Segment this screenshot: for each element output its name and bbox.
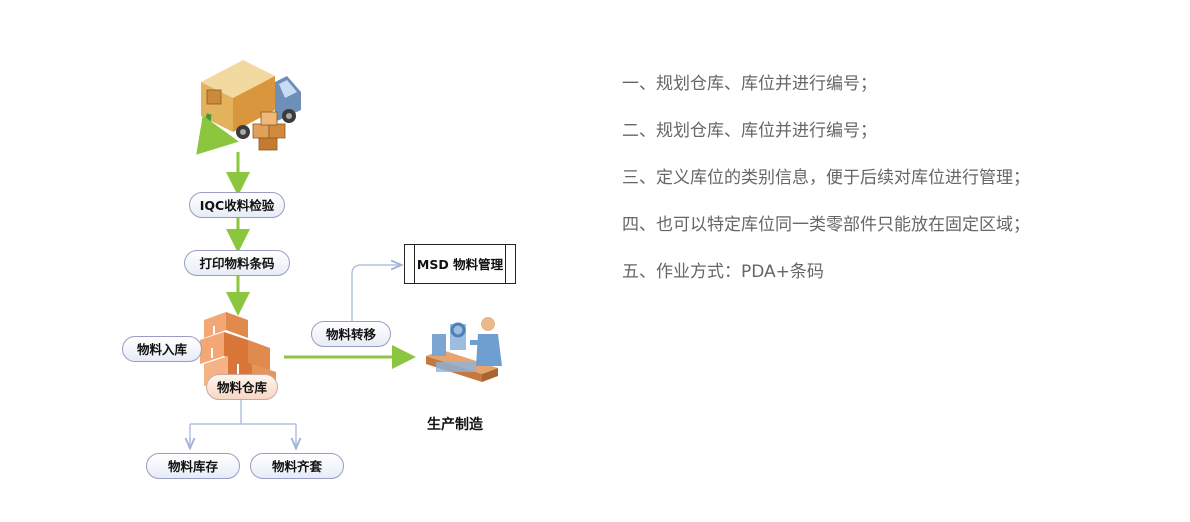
note-item: 四、也可以特定库位同一类零部件只能放在固定区域；: [622, 215, 1030, 235]
line-transfer-to-msd: [351, 265, 400, 322]
node-material-inventory: 物料库存: [146, 453, 240, 479]
delivery-truck-icon: [196, 60, 301, 155]
node-material-kitting: 物料齐套: [250, 453, 344, 479]
note-item: 一、规划仓库、库位并进行编号；: [622, 74, 877, 94]
node-material-transfer: 物料转移: [311, 321, 391, 347]
node-msd-management: MSD 物料管理: [404, 244, 516, 284]
notes-list: 一、规划仓库、库位并进行编号； 二、规划仓库、库位并进行编号； 三、定义库位的类…: [622, 70, 1142, 305]
note-item: 五、作业方式：PDA+条码: [622, 262, 824, 282]
note-item: 二、规划仓库、库位并进行编号；: [622, 121, 877, 141]
line-warehouse-to-stock: [189, 400, 297, 446]
node-material-in: 物料入库: [122, 336, 202, 362]
production-line-worker-icon: [426, 317, 502, 382]
node-material-warehouse: 物料仓库: [206, 374, 278, 400]
node-iqc-inspection: IQC收料检验: [189, 192, 285, 218]
flow-connectors: [0, 60, 502, 522]
note-item: 三、定义库位的类别信息，便于后续对库位进行管理；: [622, 168, 1030, 188]
material-flow-diagram: IQC收料检验 打印物料条码 物料入库 物料转移 物料仓库 MSD 物料管理 生…: [0, 60, 516, 522]
node-print-barcode: 打印物料条码: [184, 250, 290, 276]
node-production: 生产制造: [427, 417, 483, 433]
